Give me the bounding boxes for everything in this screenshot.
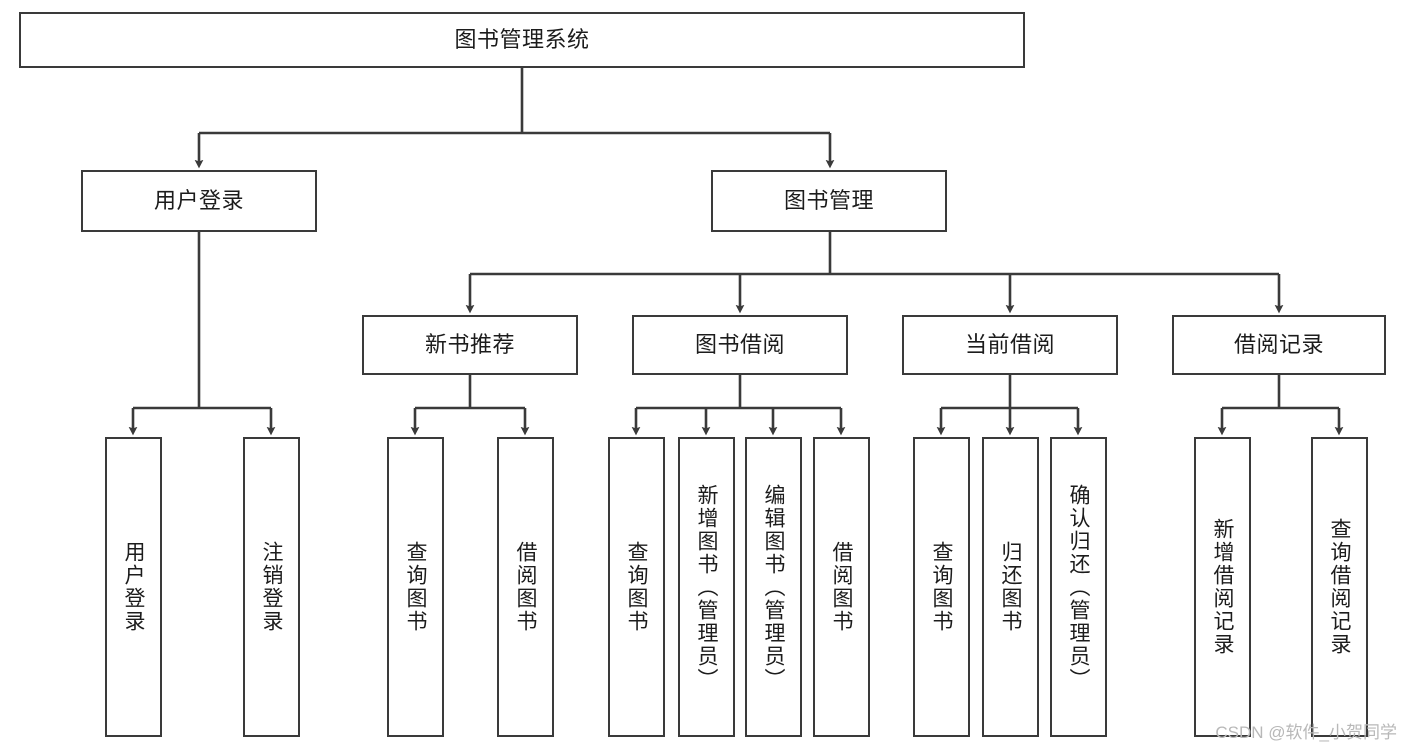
- node-label: 编辑图书（管理员）: [762, 483, 785, 691]
- leaf-recommend-query-book[interactable]: 查询图书: [387, 437, 444, 737]
- leaf-user-login[interactable]: 用户登录: [105, 437, 162, 737]
- leaf-borrow-borrow-book[interactable]: 借阅图书: [813, 437, 870, 737]
- node-label: 查询借阅记录: [1328, 518, 1351, 656]
- node-label: 当前借阅: [964, 332, 1055, 358]
- leaf-current-confirm-return-admin[interactable]: 确认归还（管理员）: [1050, 437, 1107, 737]
- node-label: 确认归还（管理员）: [1067, 483, 1090, 691]
- leaf-current-query-book[interactable]: 查询图书: [913, 437, 970, 737]
- node-label: 查询图书: [625, 541, 648, 633]
- node-label: 新增图书（管理员）: [695, 483, 718, 691]
- node-label: 归还图书: [999, 541, 1022, 633]
- node-label: 注销登录: [260, 541, 283, 633]
- node-label: 用户登录: [122, 541, 145, 633]
- node-label: 新书推荐: [424, 332, 515, 358]
- node-label: 图书借阅: [694, 332, 785, 358]
- node-label: 新增借阅记录: [1211, 518, 1234, 656]
- node-label: 借阅记录: [1233, 332, 1324, 358]
- node-borrow-record[interactable]: 借阅记录: [1172, 315, 1386, 375]
- node-label: 查询图书: [404, 541, 427, 633]
- node-current-borrow[interactable]: 当前借阅: [902, 315, 1118, 375]
- node-book-borrow[interactable]: 图书借阅: [632, 315, 848, 375]
- node-label: 借阅图书: [830, 541, 853, 633]
- node-label: 图书管理: [783, 188, 874, 214]
- leaf-logout[interactable]: 注销登录: [243, 437, 300, 737]
- node-label: 图书管理系统: [454, 27, 590, 53]
- leaf-borrow-add-book-admin[interactable]: 新增图书（管理员）: [678, 437, 735, 737]
- node-label: 用户登录: [153, 188, 244, 214]
- node-label: 借阅图书: [514, 541, 537, 633]
- node-new-book-recommend[interactable]: 新书推荐: [362, 315, 578, 375]
- leaf-record-add-borrow-record[interactable]: 新增借阅记录: [1194, 437, 1251, 737]
- csdn-watermark: CSDN @软件_小贺同学: [1215, 723, 1397, 742]
- leaf-current-return-book[interactable]: 归还图书: [982, 437, 1039, 737]
- leaf-borrow-query-book[interactable]: 查询图书: [608, 437, 665, 737]
- leaf-record-query-borrow-record[interactable]: 查询借阅记录: [1311, 437, 1368, 737]
- node-user-login[interactable]: 用户登录: [81, 170, 317, 232]
- node-root-system[interactable]: 图书管理系统: [19, 12, 1025, 68]
- node-book-management[interactable]: 图书管理: [711, 170, 947, 232]
- node-label: 查询图书: [930, 541, 953, 633]
- leaf-borrow-edit-book-admin[interactable]: 编辑图书（管理员）: [745, 437, 802, 737]
- leaf-recommend-borrow-book[interactable]: 借阅图书: [497, 437, 554, 737]
